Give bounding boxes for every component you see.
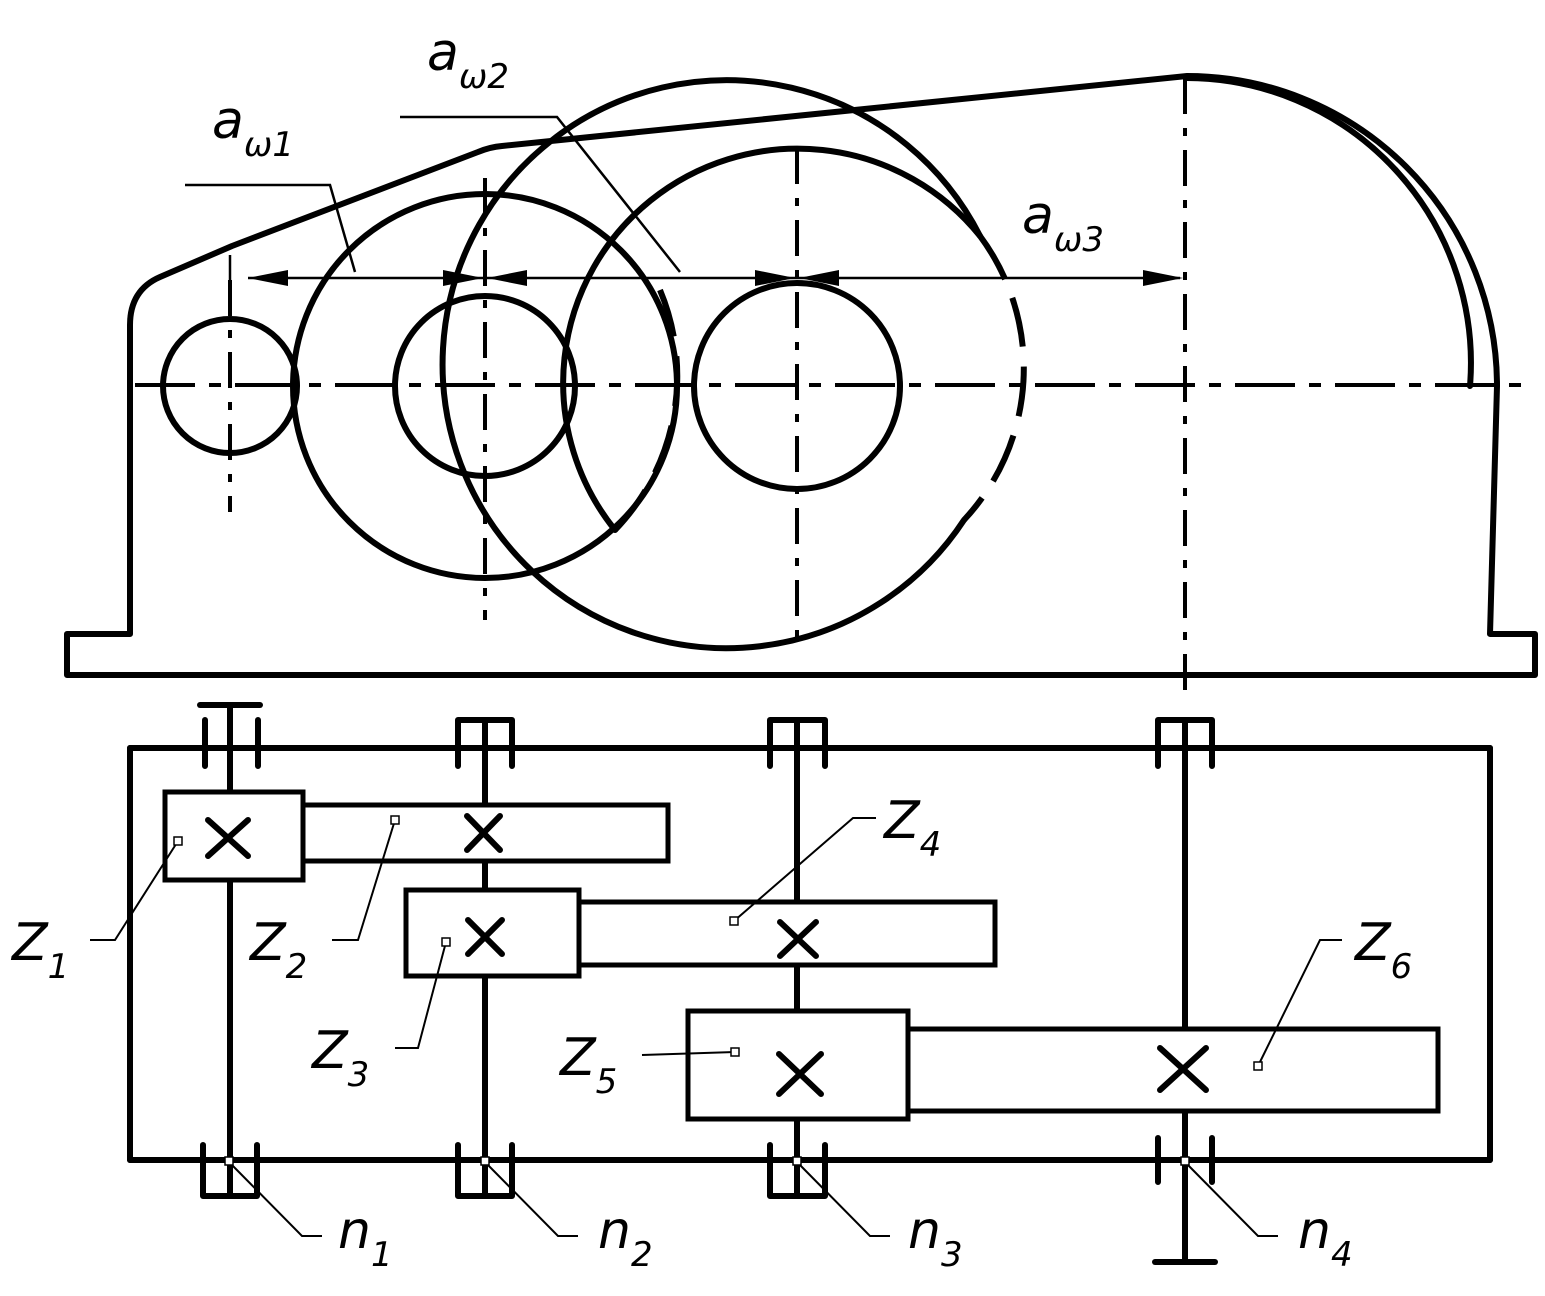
- z1-marker: [173, 836, 183, 846]
- housing-inner-wall: [1184, 75, 1474, 389]
- z3-marker: [441, 937, 451, 947]
- bearing-shaft2-bottom: [455, 1142, 515, 1199]
- n3-leader: [796, 1161, 890, 1237]
- n2-leader: [484, 1161, 578, 1237]
- aw1-label: aω1: [212, 91, 294, 165]
- gear-labels: Z1 Z2 Z3 Z4 Z5 Z6 n1 n2 n3 n4: [10, 791, 1412, 1275]
- n1-marker: [224, 1156, 234, 1166]
- center-distance-dimensions: [185, 115, 1183, 295]
- gear-z1-circle: [160, 316, 300, 456]
- aw2-leader: [400, 115, 681, 273]
- n4-label: n4: [1298, 1201, 1353, 1275]
- arrow: [248, 270, 288, 286]
- aw1-leader: [185, 183, 357, 273]
- z1-leader: [90, 840, 179, 941]
- gear-z6-circle-hidden: [961, 234, 1027, 523]
- z4-label: Z4: [882, 791, 941, 865]
- n2-label: n2: [598, 1201, 653, 1275]
- arrow: [487, 270, 527, 286]
- bearing-shaft4-top: [1155, 717, 1215, 769]
- z4-marker: [729, 916, 739, 926]
- z6-marker: [1253, 1061, 1263, 1071]
- center-lines: [135, 78, 1525, 698]
- n1-leader: [228, 1161, 322, 1237]
- z2-label: Z2: [248, 913, 307, 987]
- fix-mark-z4: [777, 919, 819, 959]
- fixed-gear-marks: [205, 813, 1209, 1097]
- aw3-label: aω3: [1022, 186, 1104, 260]
- gear-z5-block: [685, 1008, 911, 1122]
- n4-leader: [1184, 1161, 1278, 1237]
- z6-label: Z6: [1353, 913, 1412, 987]
- housing-outline: [64, 73, 1538, 678]
- arrow: [755, 270, 795, 286]
- gear-z4-circle-visible: [560, 145, 983, 533]
- gear-circles: [160, 77, 1027, 652]
- bearing-shaft1-bottom: [200, 1142, 260, 1199]
- bearing-shaft2-top: [455, 717, 515, 769]
- z2-leader: [332, 819, 396, 941]
- kinematic-scheme: Z1 Z2 Z3 Z4 Z5 Z6 n1 n2 n3 n4: [10, 702, 1493, 1275]
- z6-leader: [1257, 939, 1342, 1067]
- bearing-shaft3-top: [767, 717, 828, 769]
- n3-label: n3: [908, 1201, 963, 1275]
- fix-mark-z3: [465, 917, 505, 957]
- gear-z4-circle-hidden: [612, 288, 681, 533]
- z5-label: Z5: [558, 1028, 617, 1102]
- bearing-shaft4-bottom: [1155, 1135, 1215, 1185]
- z3-label: Z3: [310, 1021, 369, 1095]
- gear-z4-block: [576, 899, 998, 968]
- aw2-label: aω2: [427, 23, 509, 97]
- z5-leader: [641, 1051, 736, 1056]
- n3-marker: [792, 1156, 802, 1166]
- n1-label: n1: [338, 1201, 393, 1275]
- gear-z6-circle: [439, 77, 983, 652]
- fix-mark-z1: [205, 817, 251, 859]
- fix-mark-z5: [776, 1051, 824, 1097]
- arrow: [443, 270, 483, 286]
- gear-leaders: [90, 815, 1342, 1237]
- gear-blocks: [162, 789, 1441, 1122]
- z4-leader: [733, 817, 876, 922]
- z5-marker: [730, 1047, 740, 1057]
- dimension-labels: aω1 aω2 aω3: [212, 23, 1104, 260]
- gear-z6-block: [905, 1026, 1441, 1114]
- n2-marker: [480, 1156, 490, 1166]
- bearings-bottom: [200, 1135, 1215, 1199]
- z2-marker: [390, 815, 400, 825]
- fix-mark-z2: [464, 813, 503, 853]
- arrow: [799, 270, 839, 286]
- z1-label: Z1: [10, 913, 69, 987]
- arrow: [1143, 270, 1183, 286]
- bearing-shaft3-bottom: [767, 1142, 828, 1199]
- bearing-shaft1-top: [202, 717, 261, 769]
- gear-z3-circle: [392, 293, 578, 479]
- bearings-top: [202, 717, 1215, 769]
- fix-mark-z6: [1157, 1045, 1209, 1093]
- housing-front-view: [64, 73, 1538, 678]
- z3-leader: [395, 941, 447, 1049]
- gear-z5-circle: [691, 280, 903, 492]
- n4-marker: [1180, 1156, 1190, 1166]
